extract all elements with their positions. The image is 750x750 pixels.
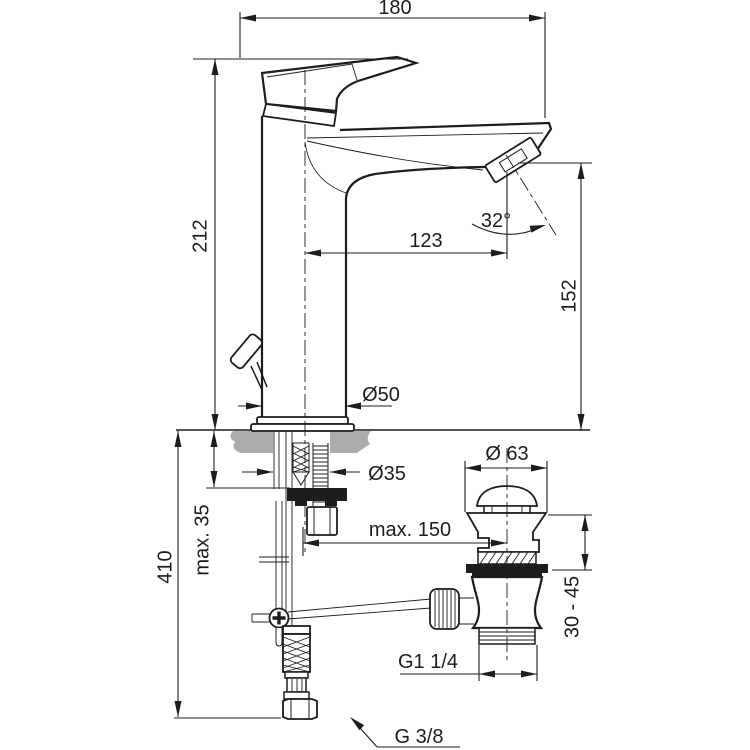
dim-label-install-depth: 410 bbox=[154, 550, 176, 583]
spout-top-edge bbox=[339, 121, 553, 151]
shank-pipes bbox=[273, 432, 293, 627]
waste-knob-knurling bbox=[434, 590, 456, 628]
dim-total-width: 180 bbox=[239, 0, 546, 118]
shank-hex-nut-facets bbox=[313, 507, 331, 535]
lever-handle-bevel bbox=[266, 63, 358, 81]
waste-assembly bbox=[429, 485, 548, 645]
counter-gray-right bbox=[330, 431, 371, 453]
dim-waste-offset: max. 150 bbox=[302, 519, 507, 556]
dim-label-deck-thickness: max. 35 bbox=[191, 504, 213, 575]
base-plate-upper bbox=[256, 416, 349, 425]
spout-top-inner-line bbox=[306, 132, 544, 139]
dim-label-waste-cap-diameter: Ø 63 bbox=[485, 443, 528, 465]
waste-knurled-knob bbox=[429, 588, 460, 630]
dim-label-waste-thread: G1 1/4 bbox=[398, 651, 458, 673]
stud-point bbox=[292, 471, 310, 486]
dim-body-height: 212 bbox=[189, 58, 408, 430]
spout-underside bbox=[344, 165, 486, 417]
waste-upper-thread-hatch bbox=[479, 551, 537, 565]
dim-spout-height: 152 bbox=[518, 162, 592, 430]
hose-top-ferrule bbox=[282, 625, 311, 635]
pull-rod-knob bbox=[229, 333, 268, 391]
hose-lower-ferrule bbox=[284, 671, 309, 679]
stud-hatch bbox=[292, 445, 310, 473]
dim-label-total-width: 180 bbox=[378, 0, 411, 19]
fitting-slotted-section bbox=[286, 677, 307, 693]
inlet-hex-nut-facets bbox=[290, 699, 310, 719]
hose-braid-hatch bbox=[282, 636, 311, 673]
dim-waste-clamp-range: 30 - 45 bbox=[548, 514, 592, 638]
spray-axis-centerline bbox=[505, 154, 557, 236]
dim-label-base-diameter: Ø50 bbox=[362, 384, 400, 406]
supply-hose bbox=[282, 625, 318, 720]
mounting-shank bbox=[273, 432, 347, 627]
faucet-side-view bbox=[229, 55, 553, 432]
dim-inlet-thread: G 3/8 bbox=[350, 717, 460, 748]
linkage-rod-to-waste bbox=[287, 598, 432, 620]
pull-rod-knob-cap bbox=[229, 333, 263, 370]
dim-spout-reach: 123 bbox=[305, 172, 508, 259]
lever-handle bbox=[260, 55, 420, 113]
linkage-stub-below bbox=[275, 628, 283, 647]
waste-knob-link bbox=[459, 597, 474, 625]
clamp-foot-left bbox=[295, 501, 307, 506]
dim-base-diameter: Ø50 bbox=[238, 384, 400, 410]
spout-contour-line bbox=[306, 140, 484, 171]
dim-install-depth: 410 bbox=[154, 431, 281, 719]
body-spout-radius bbox=[304, 141, 347, 194]
dim-label-waste-offset: max. 150 bbox=[369, 519, 451, 541]
dim-waste-thread: G1 1/4 bbox=[398, 645, 538, 681]
waste-cap-skirt-notches bbox=[491, 506, 523, 513]
fitting-slots bbox=[291, 679, 303, 691]
dim-label-hole-diameter: Ø35 bbox=[368, 463, 406, 485]
counter-surface bbox=[176, 429, 590, 453]
dim-spray-angle: 32° bbox=[471, 210, 546, 235]
linkage-arm-left bbox=[251, 613, 270, 623]
counter-gray-left bbox=[230, 431, 273, 453]
dim-label-spout-reach: 123 bbox=[409, 230, 442, 252]
pull-rod-stem bbox=[250, 361, 268, 391]
fitting-collar bbox=[283, 691, 310, 700]
dim-label-body-height: 212 bbox=[189, 219, 211, 252]
clamp-plate bbox=[287, 488, 347, 501]
pop-up-linkage bbox=[251, 501, 432, 647]
aerator-inner bbox=[498, 148, 528, 173]
dim-label-inlet-thread: G 3/8 bbox=[395, 726, 444, 748]
base-plate-lower bbox=[250, 423, 355, 432]
dim-hole-diameter: Ø35 bbox=[242, 463, 406, 485]
waste-seal-lip bbox=[472, 573, 542, 576]
dim-label-waste-clamp-range: 30 - 45 bbox=[561, 576, 583, 638]
aerator bbox=[484, 137, 542, 183]
dim-waste-cap-diameter: Ø 63 bbox=[464, 443, 548, 512]
waste-upper-flare bbox=[465, 512, 548, 553]
dim-label-spray-angle: 32° bbox=[481, 210, 511, 232]
dim-deck-thickness: max. 35 bbox=[191, 431, 290, 576]
dim-label-spout-height: 152 bbox=[558, 279, 580, 312]
inlet-hex-nut bbox=[282, 698, 318, 720]
shank-hex-nut bbox=[306, 506, 338, 536]
pop-up-rod bbox=[275, 501, 283, 609]
clamp-foot-right bbox=[325, 501, 337, 506]
rod-break-marks bbox=[259, 556, 289, 563]
handle-collar bbox=[261, 103, 338, 128]
cross-screw-icon bbox=[272, 611, 286, 625]
